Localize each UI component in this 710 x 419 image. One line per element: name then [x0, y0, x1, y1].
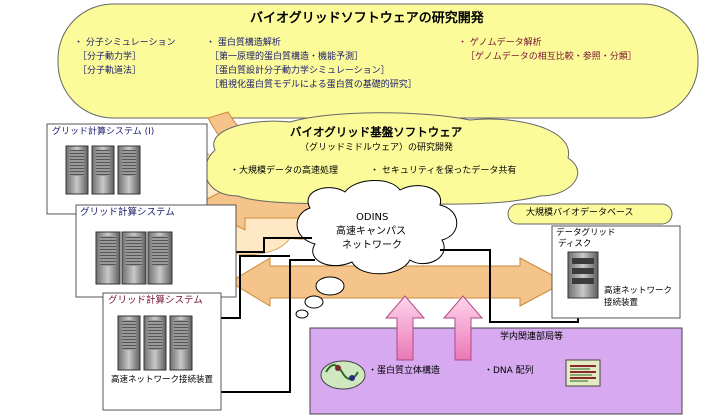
- genome-item-1: ［ゲノムデータの相互比較・参照・分類］: [466, 52, 637, 62]
- grid-system-label-1: グリッド計算システム (I): [52, 127, 155, 137]
- disk-array-icon: [567, 251, 599, 299]
- thought-bubble-3: [295, 309, 309, 319]
- disk-label: ディスク: [558, 239, 592, 249]
- network-line-b: [216, 255, 290, 319]
- network-line-c: [205, 259, 315, 393]
- mid-yellow-panel: [204, 112, 579, 205]
- middleware-title: バイオグリッド基盤ソフトウェア: [290, 125, 463, 139]
- protein-item-3: ［粗視化蛋白質モデルによる蛋白質の基礎的研究］: [210, 80, 417, 90]
- thought-bubble-2: [304, 295, 324, 309]
- database-title: 大規模バイオデータベース: [526, 208, 634, 218]
- db-device-line2: 接続装置: [604, 298, 639, 308]
- molecular-orbital-item: ［分子軌道法］: [78, 66, 142, 76]
- department-item-protein: ・蛋白質立体構造: [368, 366, 441, 376]
- database-banner: [507, 203, 673, 225]
- odins-cloud: [296, 179, 458, 275]
- middleware-subtitle: （グリッドミドルウェア）の研究開発: [300, 143, 454, 153]
- connection-device-label: 高速ネットワーク接続装置: [111, 375, 214, 385]
- protein-analysis-heading: ・ 蛋白質構造解析: [206, 38, 281, 48]
- thought-bubble-1: [315, 276, 345, 296]
- top-panel-title: バイオグリッドソフトウェアの研究開発: [250, 11, 484, 26]
- protein-item-2: ［蛋白質設計分子動力学シミュレーション］: [210, 66, 390, 76]
- network-label-line3: ネットワーク: [342, 240, 402, 251]
- department-title: 学内関連部局等: [500, 332, 564, 342]
- server-racks-2: [95, 231, 173, 285]
- grid-system-label-2: グリッド計算システム: [80, 207, 175, 218]
- protein-item-1: ［第一原理的蛋白質構造・機能予測］: [210, 52, 364, 62]
- department-panel: [309, 327, 683, 415]
- department-item-dna: ・DNA 配列: [484, 366, 534, 376]
- network-label-line2: 高速キャンパス: [336, 226, 406, 237]
- server-racks-3: [117, 315, 193, 371]
- data-grid-label: データグリッド: [556, 228, 616, 238]
- db-device-line1: 高速ネットワーク: [604, 286, 673, 296]
- middleware-item-2: ・ セキュリティを保ったデータ共有: [370, 166, 517, 176]
- pink-arrow-left: [384, 295, 426, 361]
- protein-structure-icon: [320, 360, 366, 390]
- molecular-dynamics-item: ［分子動力学］: [78, 52, 142, 62]
- molecular-simulation-heading: ・ 分子シミュレーション: [74, 38, 176, 48]
- odins-label: ODINS: [356, 212, 389, 223]
- server-racks-1: [65, 145, 141, 195]
- pink-arrow-right: [442, 295, 484, 361]
- middleware-item-1: ・大規模データの高速処理: [230, 166, 339, 176]
- grid-system-label-3: グリッド計算システム: [108, 295, 203, 306]
- genome-analysis-heading: ・ ゲノムデータ解析: [458, 38, 542, 48]
- dna-sequence-icon: [565, 359, 601, 387]
